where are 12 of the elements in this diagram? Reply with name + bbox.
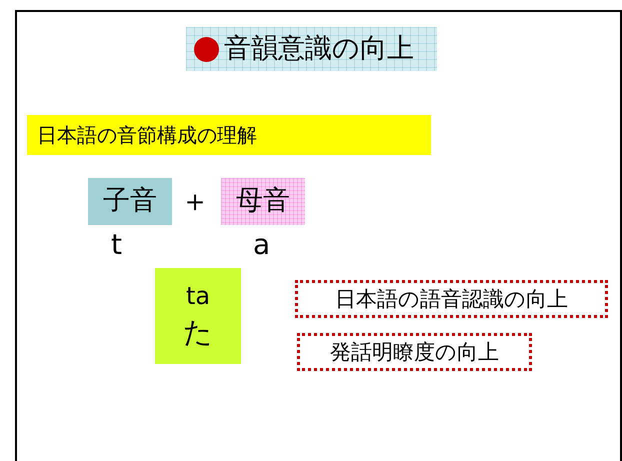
romaji-letter: a [253, 228, 270, 262]
syllable-part-box: 母音 [221, 178, 305, 225]
syllable-text: ta [186, 281, 210, 312]
romaji-letter: t [111, 228, 122, 262]
title: 音韻意識の向上 [224, 32, 414, 66]
syllable-box [155, 268, 241, 364]
plus-sign: ＋ [180, 184, 210, 220]
result-box: 発話明瞭度の向上 [297, 333, 532, 371]
syllable-text: た [183, 314, 213, 351]
result-box: 日本語の語音認識の向上 [295, 280, 608, 318]
heading-box: 日本語の音節構成の理解 [27, 115, 431, 155]
syllable-part-box: 子音 [88, 178, 172, 225]
